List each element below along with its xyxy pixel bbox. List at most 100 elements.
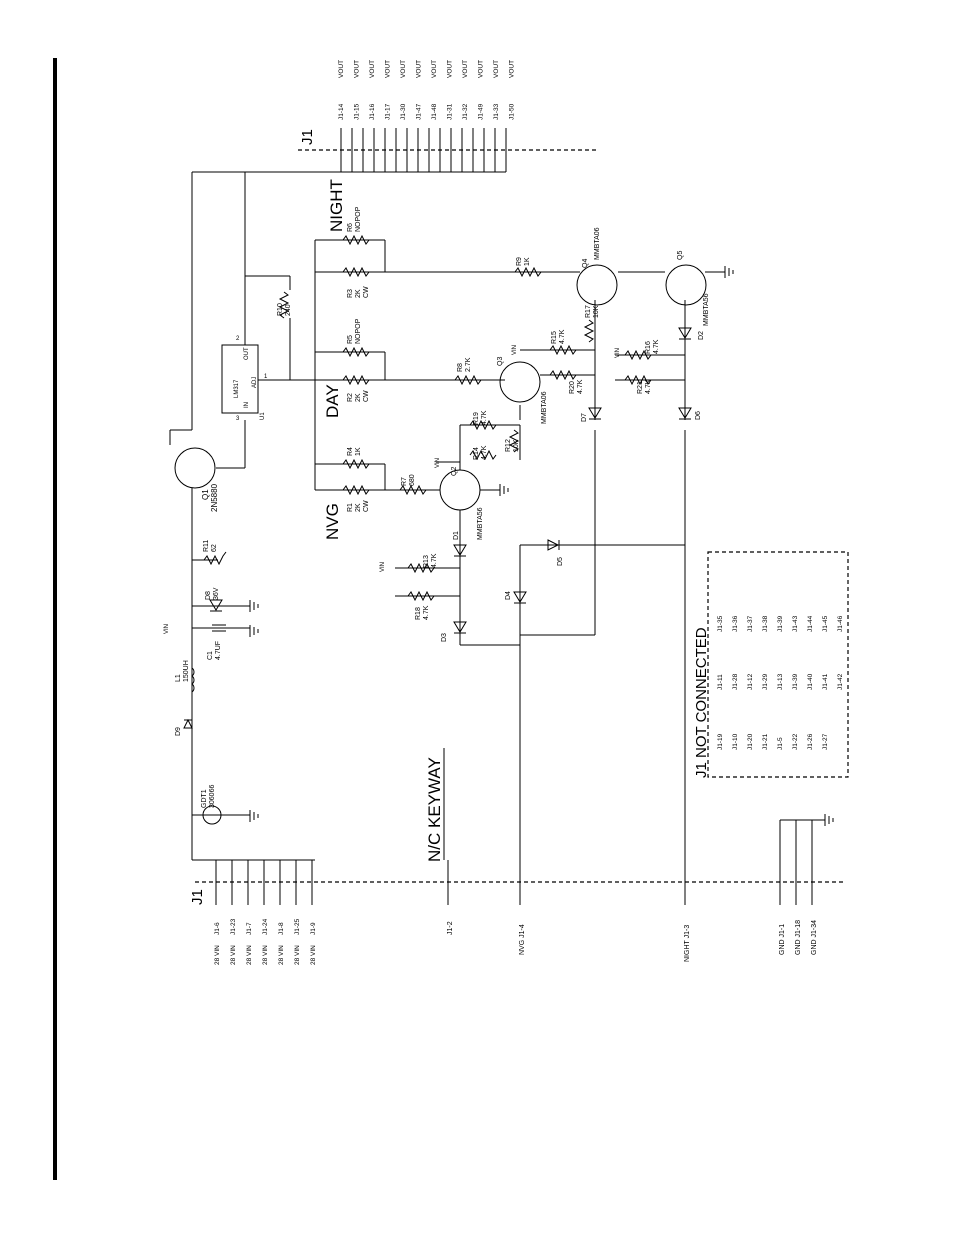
q2-part: MMBTA56 [477,507,484,540]
vin-pin-2: J1-7 [246,922,253,935]
vin-sig-5: 28 VIN [294,945,301,965]
nc-pin-col1-1: J1-10 [732,733,739,750]
r2-value: 2K [355,393,362,402]
r10-value: 240 [285,304,292,316]
r4-value: 1K [355,447,362,456]
r16-value: 4.7K [653,339,660,354]
vout-pin-labels: J1-14VOUTJ1-15VOUTJ1-16VOUTJ1-17VOUTJ1-3… [338,60,516,120]
nc-pin-col2-6: J1-40 [807,673,814,690]
vin-sig-3: 28 VIN [262,945,269,965]
nc-pin-col3-4: J1-39 [777,615,784,632]
r15-value: 4.7K [559,329,566,344]
nc-pin-col2-2: J1-12 [747,673,754,690]
vin-net-label-2: VIN [435,458,441,468]
vin-pin-3: J1-24 [262,918,269,935]
diode-d6-ref: D6 [695,411,702,420]
vout-sig-2: VOUT [369,60,376,78]
u1-ref: U1 [260,412,266,420]
u1-part: LM317 [234,379,240,398]
q3-ref: Q3 [497,357,504,366]
vout-sig-1: VOUT [354,60,361,78]
vout-pin-4: J1-30 [400,103,407,120]
r3-ref: R3 [347,289,354,298]
nc-pin-col2-4: J1-13 [777,673,784,690]
keyway-heading: N/C KEYWAY [425,757,444,862]
vout-pin-5: J1-47 [416,103,423,120]
vin-net-label-0: VIN [164,624,170,634]
u1-out: OUT [244,347,250,360]
gdt1-value: 306066 [209,785,216,808]
r6-ref: R6 [347,223,354,232]
vin-pin-labels: J1-6 28 VIN J1-23 28 VIN J1-7 28 VIN J1-24 28 V… [214,918,317,965]
q5-part: MMBTA56 [703,293,710,326]
nc-pin-col1-5: J1-22 [792,733,799,750]
nvg-heading: NVG [323,503,342,540]
gdt1-ref: GDT1 [201,789,208,808]
vout-sig-3: VOUT [385,60,392,78]
ground-symbols [249,266,834,826]
r1-value: 2K [355,503,362,512]
vout-sig-10: VOUT [493,60,500,78]
r3-value: 2K [355,289,362,298]
vout-sig-5: VOUT [416,60,423,78]
nc-pin-col3-5: J1-43 [792,615,799,632]
nvg-pin-label: NVG J1-4 [519,924,526,955]
diode-d5-ref: D5 [557,557,564,566]
nc-pin-col3-7: J1-45 [822,615,829,632]
q4-part: MMBTA06 [594,227,601,260]
vin-sig-4: 28 VIN [278,945,285,965]
nc-pin-col3-8: J1-46 [837,615,844,632]
r6-value: NOPOP [355,206,362,232]
vin-sig-2: 28 VIN [246,945,253,965]
diode-d1-ref: D1 [453,531,460,540]
day-heading: DAY [323,384,342,418]
r8-ref: R8 [457,363,464,372]
vout-pin-8: J1-32 [462,103,469,120]
vout-sig-11: VOUT [509,60,516,78]
gnd-pin-label-1: GND J1-1 [779,924,786,955]
nc-pin-col2-8: J1-42 [837,673,844,690]
vin-pin-1: J1-23 [230,918,237,935]
r5-ref: R5 [347,335,354,344]
nc-pin-col2-1: J1-28 [732,673,739,690]
vout-sig-0: VOUT [338,60,345,78]
vin-net-label-1: VIN [380,562,386,572]
j1-2-label: J1-2 [447,921,454,935]
nc-pin-col1-3: J1-21 [762,733,769,750]
u1-pin1: 1 [264,374,268,380]
r8-value: 2.7K [465,357,472,372]
diode-d3-ref: D3 [441,633,448,642]
gnd-pin-label-3: GND J1-34 [811,920,818,955]
r16-ref: R16 [645,341,652,354]
nc-pin-col3-3: J1-38 [762,615,769,632]
nc-pin-col1-7: J1-27 [822,733,829,750]
passive-symbols [191,624,226,693]
q5-ref: Q5 [677,251,684,260]
nc-pin-col1-4: J1-5 [777,737,784,750]
r1-ref: R1 [347,503,354,512]
vin-pin-0: J1-6 [214,922,221,935]
vin-pin-5: J1-25 [294,918,301,935]
r19-value: 4.7K [481,410,488,425]
bottom-j1-label: J1 [189,889,206,905]
diode-d4-ref: D4 [505,591,512,600]
d8-value: 36V [213,587,220,600]
vin-pin-4: J1-8 [278,922,285,935]
vout-pin-10: J1-33 [493,103,500,120]
vin-pin-6: J1-9 [310,922,317,935]
c1-value: 4.7UF [215,641,222,660]
nc-pin-col3-0: J1-35 [717,615,724,632]
q3-part: MMBTA06 [541,391,548,424]
r13-ref: R13 [423,555,430,568]
vin-net-label-3: VIN [512,345,518,355]
vout-sig-7: VOUT [447,60,454,78]
r11-value: 62 [211,544,218,552]
r12-value: 10K [513,439,520,452]
diode-d2-ref: D2 [698,331,705,340]
wires [169,128,849,905]
q4-ref: Q4 [582,259,589,268]
r19-ref: R19 [473,412,480,425]
u1-in: IN [244,402,250,408]
